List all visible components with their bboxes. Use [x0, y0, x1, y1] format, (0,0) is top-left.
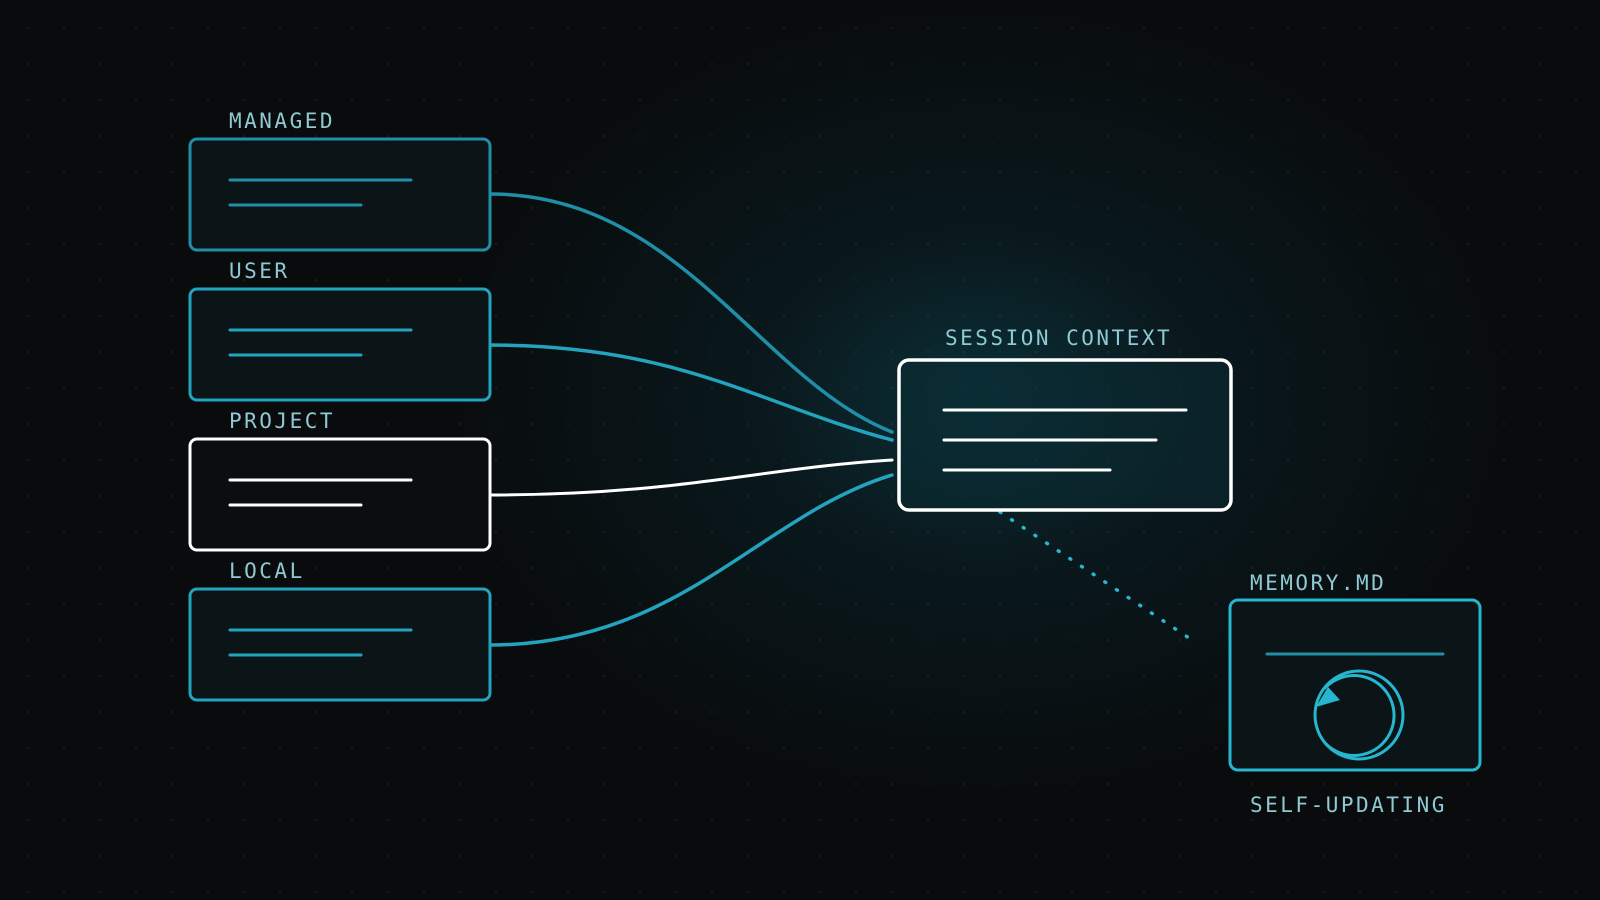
source-node-managed: MANAGED	[188, 109, 492, 252]
memory-caption: SELF-UPDATING	[1250, 793, 1447, 817]
connector-managed	[488, 192, 894, 434]
source-label-managed: MANAGED	[229, 109, 335, 133]
memory-node: MEMORY.MD SELF-UPDATING	[1228, 571, 1482, 817]
source-label-project: PROJECT	[229, 409, 335, 433]
source-card-user	[188, 287, 492, 402]
source-node-user: USER	[188, 259, 492, 402]
connector-project	[488, 458, 894, 497]
connector-local	[488, 473, 894, 647]
memory-card	[1228, 598, 1482, 772]
session-context-card	[897, 358, 1233, 512]
source-label-user: USER	[229, 259, 290, 283]
connector-user	[488, 343, 894, 442]
source-card-local	[188, 587, 492, 702]
session-context-node: SESSION CONTEXT	[897, 326, 1233, 512]
refresh-icon	[1313, 669, 1405, 761]
memory-label: MEMORY.MD	[1250, 571, 1386, 595]
source-node-project: PROJECT	[188, 409, 492, 552]
source-node-local: LOCAL	[188, 559, 492, 702]
session-context-label: SESSION CONTEXT	[945, 326, 1172, 350]
connector-memory-dotted	[998, 510, 1200, 646]
source-card-project	[188, 437, 492, 552]
source-card-managed	[188, 137, 492, 252]
source-label-local: LOCAL	[229, 559, 305, 583]
